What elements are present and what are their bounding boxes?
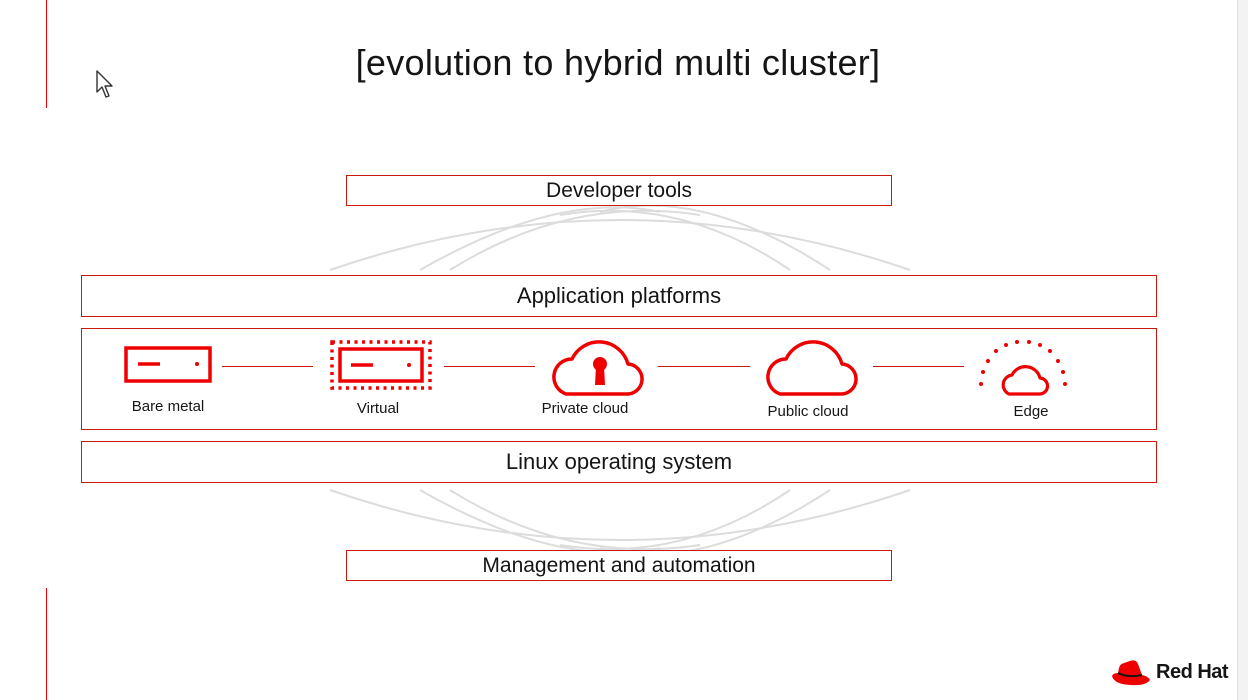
- private-cloud-lock-icon: [552, 340, 644, 396]
- infra-label-edge: Edge: [1013, 403, 1049, 420]
- infrastructure-box: [81, 328, 1157, 430]
- connector-line: [873, 366, 964, 367]
- infra-label-virtual: Virtual: [356, 400, 400, 417]
- application-platforms-label: Application platforms: [516, 283, 722, 308]
- left-accent-line-top: [46, 0, 47, 108]
- edge-cloud-icon: [979, 340, 1067, 396]
- red-hat-logo: Red Hat: [1110, 656, 1229, 688]
- infra-label-private-cloud: Private cloud: [541, 400, 629, 417]
- linux-os-box: Linux operating system: [81, 441, 1157, 483]
- connector-line: [658, 366, 750, 367]
- virtual-server-icon: [330, 340, 432, 390]
- connector-line: [444, 366, 535, 367]
- window-edge: [1237, 0, 1248, 700]
- linux-os-label: Linux operating system: [505, 449, 733, 474]
- left-accent-line-bottom: [46, 588, 47, 700]
- mouse-cursor-icon: [96, 70, 113, 98]
- connector-line: [222, 366, 313, 367]
- developer-tools-box: Developer tools: [346, 175, 892, 206]
- infra-label-public-cloud: Public cloud: [767, 403, 849, 420]
- server-icon: [124, 346, 212, 383]
- developer-tools-label: Developer tools: [546, 178, 692, 202]
- management-automation-label: Management and automation: [482, 553, 756, 577]
- cloud-icon: [766, 340, 858, 396]
- management-automation-box: Management and automation: [346, 550, 892, 581]
- slide-title: [evolution to hybrid multi cluster]: [355, 42, 881, 83]
- red-hat-fedora-icon: [1112, 660, 1150, 686]
- infra-label-bare-metal: Bare metal: [131, 398, 205, 415]
- application-platforms-box: Application platforms: [81, 275, 1157, 317]
- red-hat-logo-text: Red Hat: [1156, 660, 1229, 683]
